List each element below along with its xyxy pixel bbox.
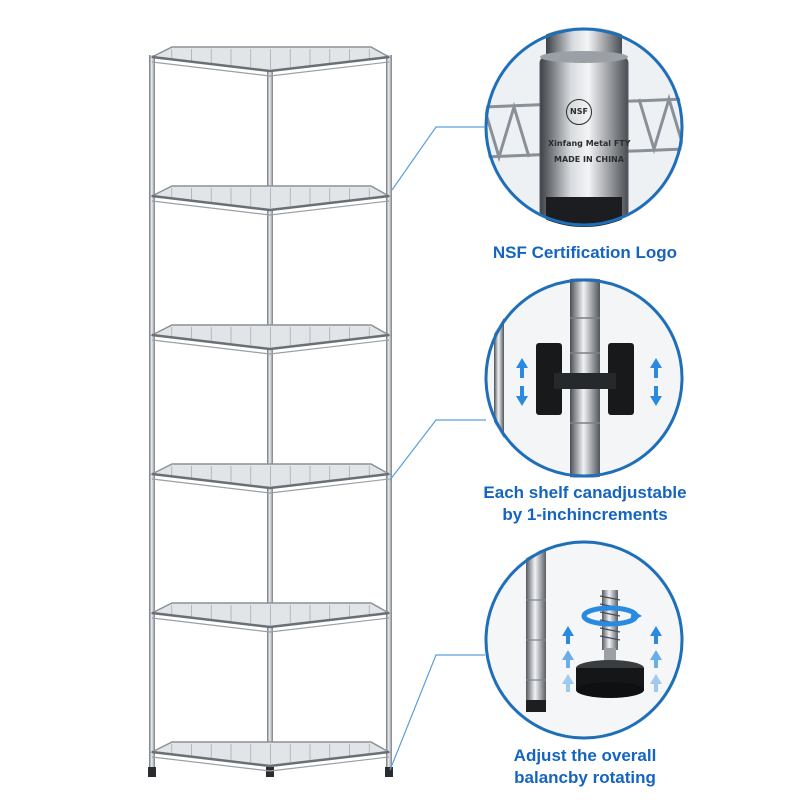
nsf-engraving: NSF Xinfang Metal FTY MADE IN CHINA (484, 27, 684, 227)
maker-engraving: Xinfang Metal FTY (548, 139, 631, 148)
post-foot (266, 767, 274, 777)
shelf-level (149, 741, 392, 772)
shelf-post (149, 55, 155, 775)
post-foot (148, 767, 156, 777)
shelf-level (149, 46, 392, 77)
shelf-levels (149, 46, 392, 772)
post-foot (385, 767, 393, 777)
adjustable-callout-circle (484, 278, 684, 478)
nsf-logo-icon: NSF (566, 99, 592, 125)
shelf-post (386, 55, 392, 775)
origin-engraving: MADE IN CHINA (554, 155, 624, 164)
adjustable-caption: Each shelf canadjustable by 1-inchincrem… (483, 483, 687, 524)
shelf-post (267, 55, 273, 775)
leveling-callout-circle (484, 540, 684, 740)
shelf-level (149, 324, 392, 355)
leveling-caption: Adjust the overall balancby rotating (513, 746, 657, 787)
nsf-callout-circle: NSF Xinfang Metal FTY MADE IN CHINA (484, 27, 684, 227)
shelf-level (149, 185, 392, 216)
shelf-level (149, 602, 392, 633)
shelf-posts (148, 55, 393, 777)
nsf-caption: NSF Certification Logo (492, 243, 678, 262)
shelf-level (149, 463, 392, 494)
shelving-unit-image (148, 46, 393, 777)
